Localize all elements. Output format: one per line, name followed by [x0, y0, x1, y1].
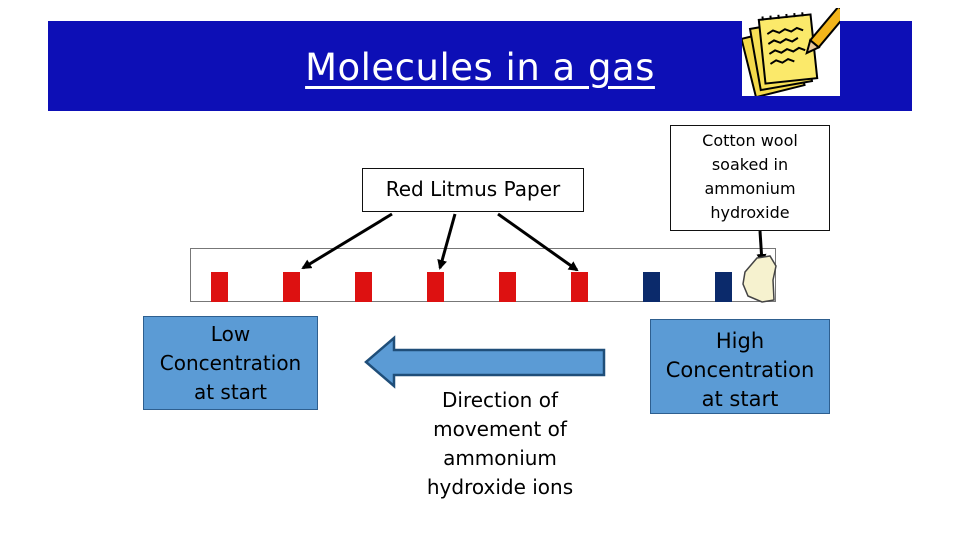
- litmus-strip: [715, 272, 732, 302]
- cotton-line-3: ammonium: [704, 179, 796, 198]
- pointer-arrow-right: [497, 212, 579, 272]
- high-line-2: Concentration: [665, 358, 815, 382]
- low-line-1: Low: [210, 322, 251, 346]
- litmus-strip: [643, 272, 660, 302]
- low-line-2: Concentration: [159, 351, 302, 375]
- red-litmus-paper-label: Red Litmus Paper: [362, 168, 584, 212]
- litmus-strip: [283, 272, 300, 302]
- litmus-strip: [571, 272, 588, 302]
- low-concentration-box: Low Concentration at start: [143, 316, 318, 410]
- direction-line-1: Direction of: [442, 388, 558, 412]
- litmus-strip: [427, 272, 444, 302]
- cotton-line-4: hydroxide: [710, 203, 790, 222]
- direction-line-3: ammonium: [443, 446, 557, 470]
- high-line-1: High: [715, 329, 765, 353]
- low-line-3: at start: [193, 380, 268, 404]
- direction-line-2: movement of: [433, 417, 567, 441]
- pointer-arrow-left: [301, 212, 393, 270]
- direction-line-4: hydroxide ions: [426, 475, 574, 499]
- slide-title: Molecules in a gas: [305, 46, 655, 89]
- high-line-3: at start: [701, 387, 779, 411]
- notepad-pencil-icon: [740, 0, 853, 99]
- litmus-strip: [499, 272, 516, 302]
- cotton-line-2: soaked in: [711, 155, 789, 174]
- litmus-strip: [355, 272, 372, 302]
- pointer-arrow-middle: [437, 213, 457, 270]
- cotton-wool-icon: [742, 255, 777, 303]
- direction-arrow: [364, 335, 606, 389]
- cotton-wool-label: Cotton wool soaked in ammonium hydroxide: [670, 125, 830, 231]
- high-concentration-box: High Concentration at start: [650, 319, 830, 414]
- direction-label: Direction of movement of ammonium hydrox…: [405, 386, 595, 502]
- litmus-strip: [211, 272, 228, 302]
- cotton-line-1: Cotton wool: [702, 131, 798, 150]
